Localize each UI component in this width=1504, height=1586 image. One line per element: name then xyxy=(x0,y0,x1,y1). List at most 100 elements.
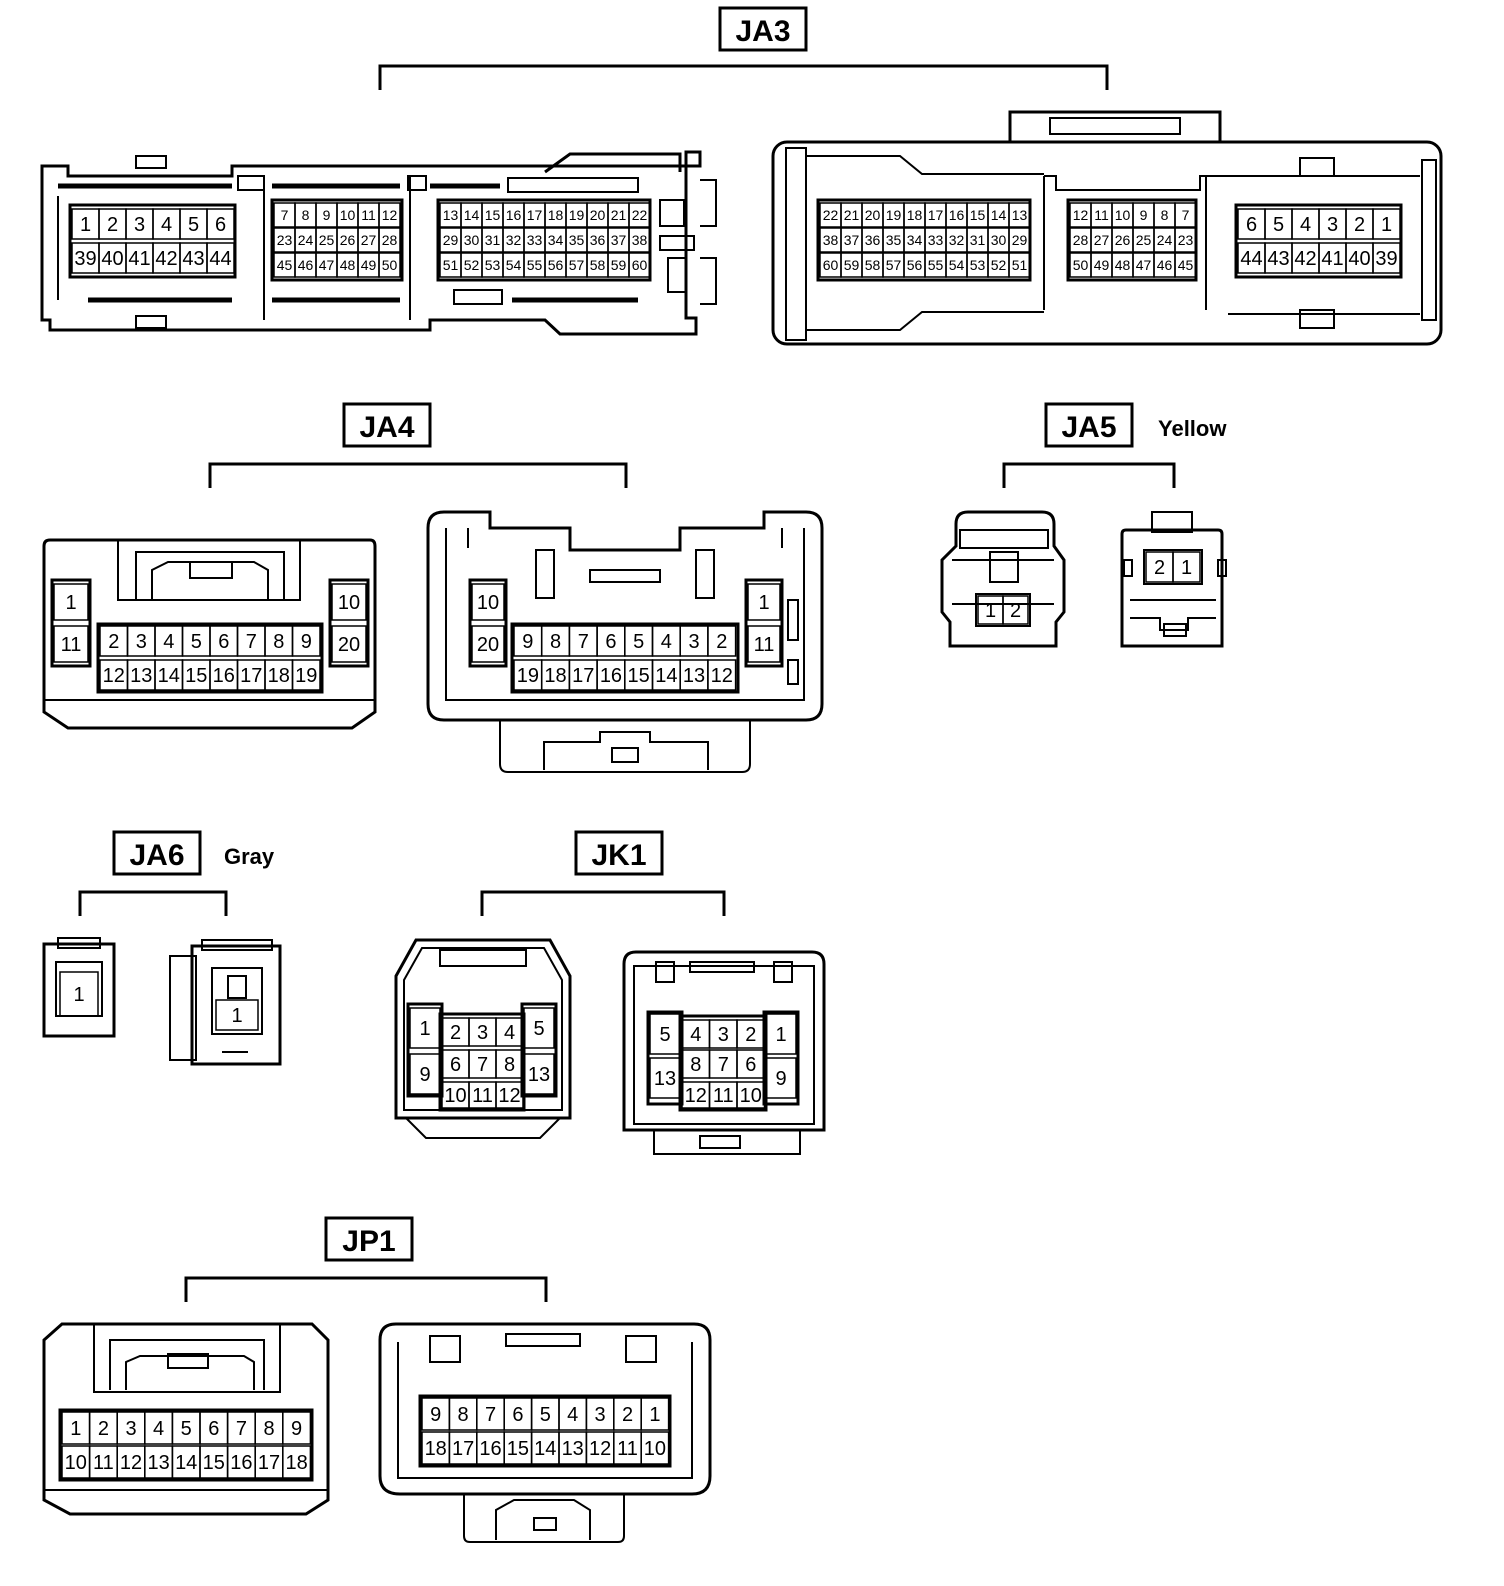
ja3-right-pin-10: 10 xyxy=(1115,207,1131,223)
jp1-right-pin-2: 2 xyxy=(622,1404,633,1426)
jk1-left-pin-7: 7 xyxy=(477,1054,488,1076)
ja3-right-pin-17: 17 xyxy=(928,207,944,223)
ja3-right-pin-38: 38 xyxy=(823,232,839,248)
ja3-left-pin-55: 55 xyxy=(527,257,543,273)
ja3-right-pin-1: 1 xyxy=(1381,214,1392,236)
ja3-right-pin-13-cavity xyxy=(1008,202,1031,228)
jp1-left-pin-8: 8 xyxy=(263,1418,274,1440)
ja3-left-pin-20: 20 xyxy=(590,207,606,223)
ja3-left-pin-12-cavity xyxy=(378,202,401,228)
ja3-left-pin-27: 27 xyxy=(361,232,377,248)
ja3-right-pin-43: 43 xyxy=(1267,248,1289,270)
ja3-left-pin-14: 14 xyxy=(464,207,480,223)
jp1-right-pin-18: 18 xyxy=(425,1438,447,1460)
ja3-right-pin-54: 54 xyxy=(949,257,965,273)
ja4-right-pin-13: 13 xyxy=(683,665,705,687)
ja3-right-pin-11: 11 xyxy=(1094,207,1109,223)
ja4-left-pin-10: 10 xyxy=(338,592,360,614)
ja5-label: JA5 xyxy=(1061,411,1116,444)
jk1-right-pin-10: 10 xyxy=(740,1085,762,1107)
ja3-left-pin-18: 18 xyxy=(548,207,564,223)
ja3-right-pin-36: 36 xyxy=(865,232,881,248)
jk1-right-pin-10-cavity xyxy=(736,1081,766,1109)
ja4-right-pin-8: 8 xyxy=(550,631,561,653)
ja4-bracket xyxy=(208,462,628,488)
ja3-left-pin-56: 56 xyxy=(548,257,564,273)
jk1-right-pin-1: 1 xyxy=(775,1024,786,1046)
ja3-left-pin-21: 21 xyxy=(611,207,627,223)
ja3-right-pin-57: 57 xyxy=(886,257,902,273)
ja3-right-pin-5: 5 xyxy=(1273,214,1284,236)
ja3-right-pin-51-cavity xyxy=(1008,252,1031,278)
ja5-left-pin-2: 2 xyxy=(1010,600,1021,622)
jp1-right-pin-14: 14 xyxy=(534,1438,556,1460)
ja4-left-pin-19: 19 xyxy=(295,665,317,687)
ja3-left-pin-47: 47 xyxy=(319,257,335,273)
ja4-left-pin-12: 12 xyxy=(103,665,125,687)
ja4-right-pin-6: 6 xyxy=(605,631,616,653)
ja4-left-pin-7: 7 xyxy=(246,631,257,653)
ja3-left-pin-39: 39 xyxy=(74,248,96,270)
ja4-left-pin-1: 1 xyxy=(65,592,76,614)
ja4-left-pin-18: 18 xyxy=(268,665,290,687)
ja3-left-pin-2: 2 xyxy=(107,214,118,236)
ja4-left-pin-11-cavity xyxy=(53,625,89,663)
ja3-right-pin-7: 7 xyxy=(1182,207,1190,223)
ja3-right-pin-13: 13 xyxy=(1012,207,1028,223)
jk1-left-pin-10: 10 xyxy=(444,1085,466,1107)
ja3-left-pin-60-cavity xyxy=(628,252,651,278)
ja3-left-pin-59: 59 xyxy=(611,257,627,273)
ja3-right-pin-50: 50 xyxy=(1073,257,1089,273)
ja4-right-pin-10-cavity xyxy=(471,583,505,621)
ja3-left-pin-3: 3 xyxy=(134,214,145,236)
jp1-left-pin-14: 14 xyxy=(175,1452,197,1474)
ja3-right-pin-19: 19 xyxy=(886,207,902,223)
ja3-right-pin-45-cavity xyxy=(1174,252,1197,278)
ja3-left-pin-32: 32 xyxy=(506,232,522,248)
ja3-right-pin-31: 31 xyxy=(970,232,986,248)
jp1-left-pin-1: 1 xyxy=(70,1418,81,1440)
ja6-bracket xyxy=(78,890,228,916)
ja3-right-pin-12: 12 xyxy=(1073,207,1089,223)
ja3-right-pin-8: 8 xyxy=(1161,207,1169,223)
ja3-bracket xyxy=(378,64,1109,90)
ja3-right-pin-14: 14 xyxy=(991,207,1007,223)
ja3-left-pin-48: 48 xyxy=(340,257,356,273)
ja3-left-pin-50: 50 xyxy=(382,257,398,273)
ja3-left-pin-7: 7 xyxy=(281,207,289,223)
ja4-right-pin-17: 17 xyxy=(572,665,594,687)
jp1-left-pin-18-cavity xyxy=(282,1445,312,1479)
ja4-right-pin-2-cavity xyxy=(707,625,737,657)
ja3-group: JA3 xyxy=(40,6,1443,346)
ja3-right-pin-27: 27 xyxy=(1094,232,1110,248)
ja4-left-pin-15: 15 xyxy=(185,665,207,687)
ja3-right-pin-1-cavity xyxy=(1372,208,1401,240)
ja3-right-pin-22: 22 xyxy=(823,207,839,223)
ja3-right-pin-29: 29 xyxy=(1012,232,1028,248)
jk1-right-pin-2-cavity xyxy=(736,1019,766,1049)
ja4-label: JA4 xyxy=(359,411,414,444)
ja3-left-pin-28-cavity xyxy=(378,227,401,253)
ja3-right-pin-26: 26 xyxy=(1115,232,1131,248)
ja3-right-pin-32: 32 xyxy=(949,232,965,248)
jp1-left-pin-9: 9 xyxy=(291,1418,302,1440)
ja3-left-pin-38: 38 xyxy=(632,232,648,248)
jp1-right-pin-4: 4 xyxy=(567,1404,578,1426)
jp1-right-pin-1-cavity xyxy=(640,1397,670,1431)
jp1-left-pin-6: 6 xyxy=(208,1418,219,1440)
jk1-left-pin-4: 4 xyxy=(504,1022,515,1044)
jk1-right-pin-2: 2 xyxy=(745,1024,756,1046)
ja4-right-pin-14: 14 xyxy=(655,665,677,687)
ja3-right-pin-49: 49 xyxy=(1094,257,1110,273)
ja3-right-pin-59: 59 xyxy=(844,257,860,273)
ja4-left-pin-5: 5 xyxy=(191,631,202,653)
ja3-left-connector xyxy=(40,150,717,336)
